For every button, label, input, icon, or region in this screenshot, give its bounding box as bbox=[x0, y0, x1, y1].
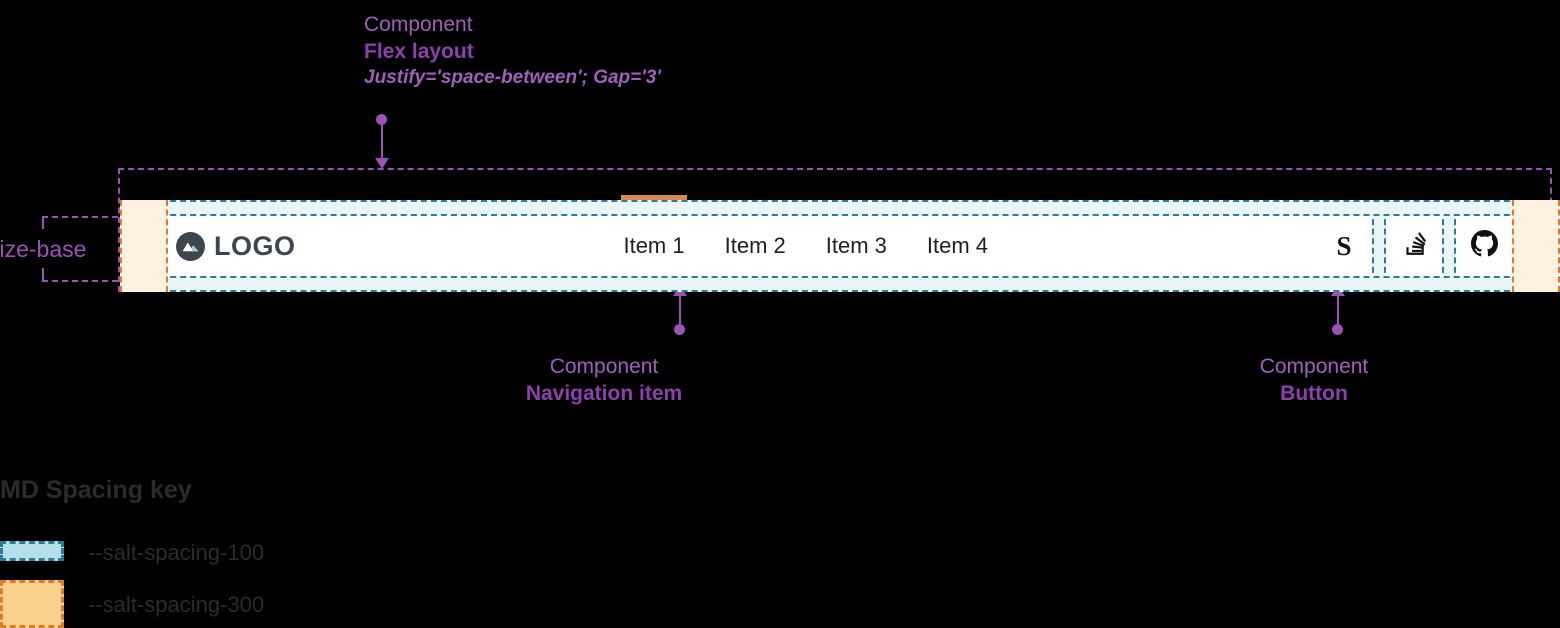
spacing-key-swatch-100 bbox=[0, 541, 64, 561]
annotation-flex-props: Justify='space-between'; Gap='3' bbox=[364, 66, 661, 88]
spacing-key-row-100 bbox=[0, 541, 64, 561]
spacing-key-label-100: --salt-spacing-100 bbox=[88, 540, 265, 565]
annotation-navitem-kind: Component bbox=[549, 355, 659, 378]
stackoverflow-button[interactable] bbox=[1386, 200, 1442, 292]
spacing-key-title: MD Spacing key bbox=[0, 476, 192, 504]
spacing-300-pad-right bbox=[1512, 200, 1560, 292]
leader-arrow-flex bbox=[375, 158, 389, 169]
nav-item-4[interactable]: Item 4 bbox=[926, 233, 989, 258]
spacing-key-row-300 bbox=[0, 580, 64, 628]
stackoverflow-icon bbox=[1401, 231, 1427, 262]
spacing-100-gap-1 bbox=[1372, 200, 1386, 292]
annotation-button-kind: Component bbox=[1259, 355, 1369, 378]
spacing-key-label-300: --salt-spacing-300 bbox=[88, 592, 265, 617]
nav-item-1[interactable]: Item 1 bbox=[621, 195, 687, 263]
annotation-flex-kind: Component bbox=[364, 13, 473, 36]
leader-line-flex bbox=[381, 120, 383, 160]
navbar: LOGO Item 1 Item 2 Item 3 Item 4 S bbox=[120, 195, 1560, 292]
leader-line-button bbox=[1337, 292, 1339, 328]
size-base-cap-bottom bbox=[42, 268, 44, 281]
annotation-navigation-item: Component Navigation item bbox=[511, 354, 697, 408]
logo[interactable]: LOGO bbox=[168, 231, 296, 262]
salt-button[interactable]: S bbox=[1316, 200, 1372, 292]
spacing-key-swatch-300 bbox=[0, 580, 64, 628]
annotation-flex-layout: Component Flex layout Justify='space-bet… bbox=[364, 12, 661, 90]
annotation-flex-name: Flex layout bbox=[364, 39, 474, 63]
size-base-cap-top bbox=[42, 216, 44, 229]
github-button[interactable] bbox=[1456, 200, 1512, 292]
salt-s-icon: S bbox=[1336, 230, 1352, 261]
annotation-button-name: Button bbox=[1280, 381, 1348, 405]
annotation-button: Component Button bbox=[1224, 354, 1404, 408]
leader-dot-flex bbox=[376, 114, 387, 125]
mountain-logo-icon bbox=[176, 231, 205, 261]
navbar-buttons: S bbox=[1316, 200, 1512, 292]
logo-text: LOGO bbox=[214, 230, 296, 261]
size-base-label: size-base bbox=[0, 236, 87, 262]
size-base-measure: size-base bbox=[0, 208, 166, 288]
github-icon bbox=[1470, 230, 1498, 262]
nav-item-3[interactable]: Item 3 bbox=[825, 233, 887, 258]
nav-item-2[interactable]: Item 2 bbox=[724, 233, 786, 258]
annotation-navitem-name: Navigation item bbox=[525, 381, 683, 405]
leader-dot-button bbox=[1332, 324, 1343, 335]
leader-line-navitem bbox=[679, 292, 681, 328]
leader-dot-navitem bbox=[674, 324, 685, 335]
navigation-items: Item 1 Item 2 Item 3 Item 4 bbox=[621, 195, 990, 263]
size-base-rule-top bbox=[42, 216, 118, 218]
spacing-300-pad-left bbox=[120, 200, 168, 292]
size-base-rule-bottom bbox=[42, 280, 118, 282]
spacing-100-gap-2 bbox=[1442, 200, 1456, 292]
navbar-content: LOGO Item 1 Item 2 Item 3 Item 4 S bbox=[168, 195, 1512, 292]
